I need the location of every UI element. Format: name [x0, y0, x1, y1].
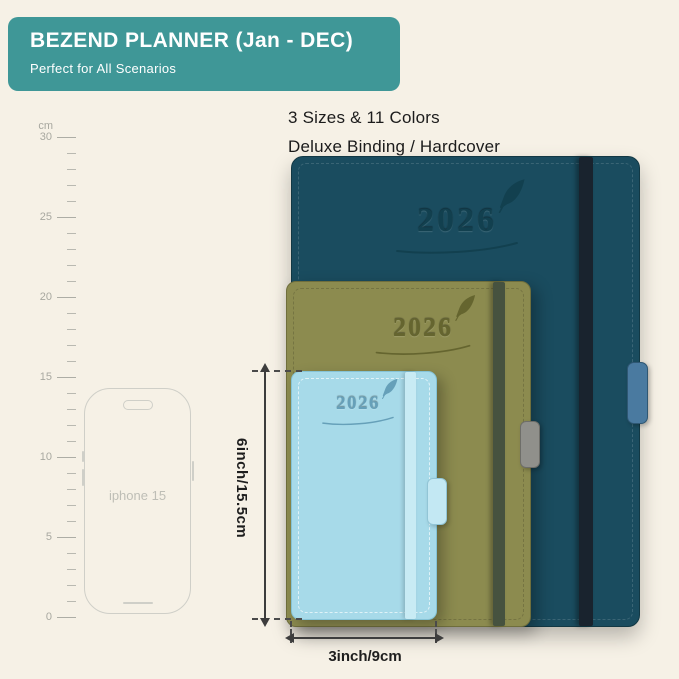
- ruler-major-tick: 5: [46, 531, 76, 543]
- ruler-major-tick: 30: [40, 131, 76, 143]
- year-text: 2026: [393, 313, 453, 342]
- ruler-minor-tick: [67, 409, 76, 410]
- cover-emboss: 2026: [367, 294, 479, 356]
- dashed-guide-right: [435, 621, 437, 643]
- ruler: cm 30 25 20 15 10 5 0: [38, 120, 76, 623]
- phone-label: iphone 15: [108, 488, 167, 503]
- ruler-minor-tick: [67, 473, 76, 474]
- elastic-band: [493, 282, 505, 626]
- phone-home-indicator: [122, 602, 153, 604]
- ruler-tick-label: 25: [39, 211, 52, 223]
- feather-icon: [455, 294, 476, 321]
- phone-power-button: [191, 461, 194, 481]
- feather-icon: [382, 378, 398, 399]
- banner: BEZEND PLANNER (Jan - DEC) Perfect for A…: [8, 17, 400, 91]
- iphone-outline: iphone 15: [81, 388, 194, 614]
- ruler-minor-tick: [67, 553, 76, 554]
- width-dimension-arrow: [285, 633, 444, 643]
- ruler-tick-label: 10: [39, 451, 52, 463]
- ruler-minor-tick: [67, 393, 76, 394]
- swoosh-underline: [322, 416, 394, 426]
- elastic-band: [579, 157, 593, 626]
- pen-loop: [427, 478, 447, 525]
- ruler-minor-tick: [67, 345, 76, 346]
- swoosh-underline: [375, 344, 471, 355]
- height-dimension-label: 6inch/15.5cm: [233, 438, 250, 539]
- ruler-minor-tick: [67, 153, 76, 154]
- phone-dynamic-island: [122, 400, 153, 410]
- ruler-minor-tick: [67, 201, 76, 202]
- cover-emboss: 2026: [387, 179, 527, 255]
- ruler-tick-label: 0: [45, 611, 52, 623]
- ruler-tick-label: 15: [39, 371, 52, 383]
- ruler-major-tick: 25: [40, 211, 76, 223]
- feature-line-sizes: 3 Sizes & 11 Colors: [288, 108, 440, 127]
- ruler-major-tick: 10: [40, 451, 76, 463]
- elastic-band: [405, 372, 416, 619]
- feature-text: 3 Sizes & 11 Colors Deluxe Binding / Har…: [288, 103, 500, 161]
- width-dimension-label: 3inch/9cm: [328, 648, 402, 665]
- ruler-minor-tick: [67, 233, 76, 234]
- dashed-guide-top: [252, 370, 302, 372]
- banner-title: BEZEND PLANNER (Jan - DEC): [30, 29, 354, 52]
- cover-emboss: 2026: [311, 378, 405, 426]
- ruler-minor-tick: [67, 313, 76, 314]
- ruler-minor-tick: [67, 585, 76, 586]
- ruler-minor-tick: [67, 601, 76, 602]
- height-dimension-arrow: [260, 363, 270, 627]
- year-text: 2026: [336, 393, 380, 414]
- dashed-guide-left: [290, 621, 292, 643]
- ruler-minor-tick: [67, 249, 76, 250]
- pen-loop: [520, 421, 540, 468]
- ruler-minor-tick: [67, 361, 76, 362]
- banner-subtitle: Perfect for All Scenarios: [30, 61, 177, 76]
- ruler-minor-tick: [67, 505, 76, 506]
- ruler-minor-tick: [67, 521, 76, 522]
- swoosh-underline: [396, 242, 518, 254]
- ruler-minor-tick: [67, 441, 76, 442]
- ruler-minor-tick: [67, 169, 76, 170]
- year-text: 2026: [417, 202, 497, 239]
- ruler-minor-tick: [67, 425, 76, 426]
- ruler-unit-label: cm: [38, 120, 53, 132]
- notebook-small: 2026: [291, 371, 447, 620]
- ruler-minor-tick: [67, 489, 76, 490]
- ruler-minor-tick: [67, 329, 76, 330]
- pen-loop: [627, 362, 648, 424]
- feather-icon: [498, 179, 525, 213]
- ruler-major-tick: 0: [46, 611, 76, 623]
- ruler-tick-label: 5: [45, 531, 52, 543]
- ruler-minor-tick: [67, 281, 76, 282]
- ruler-minor-tick: [67, 185, 76, 186]
- dashed-guide-bottom: [252, 618, 302, 620]
- ruler-major-tick: 20: [40, 291, 76, 303]
- ruler-minor-tick: [67, 569, 76, 570]
- phone-volume-button: [81, 469, 84, 486]
- feature-line-binding: Deluxe Binding / Hardcover: [288, 137, 501, 156]
- phone-volume-button: [81, 451, 84, 462]
- ruler-tick-label: 30: [39, 131, 52, 143]
- ruler-minor-tick: [67, 265, 76, 266]
- ruler-tick-label: 20: [39, 291, 52, 303]
- ruler-major-tick: 15: [40, 371, 76, 383]
